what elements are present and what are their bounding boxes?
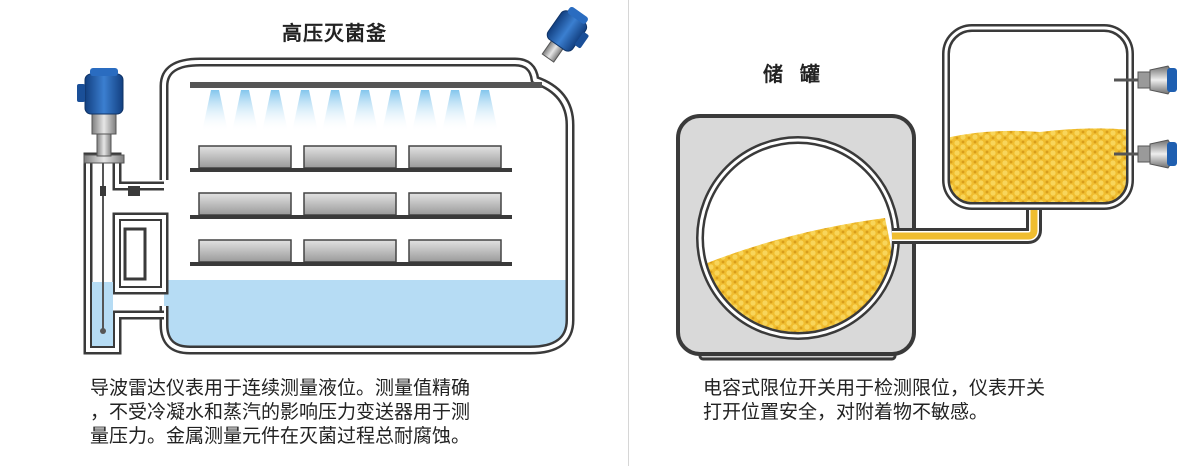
sterilization-tray xyxy=(408,192,502,216)
spray-cone xyxy=(262,90,288,132)
sterilization-tray xyxy=(198,239,292,263)
steam-spray xyxy=(202,90,498,132)
storage-tank-caption: 电容式限位开关用于检测限位，仪表开关 打开位置安全，对附着物不敏感。 xyxy=(703,376,1045,424)
spray-cone xyxy=(322,90,348,132)
sterilization-tray xyxy=(408,145,502,169)
caption-line: 量压力。金属测量元件在灭菌过程总耐腐蚀。 xyxy=(90,425,471,447)
tray-racks xyxy=(190,145,512,266)
tray-shelf xyxy=(190,262,512,266)
autoclave-caption: 导波雷达仪表用于连续测量液位。测量值精确 ，不受冷凝水和蒸汽的影响压力变送器用于… xyxy=(90,376,470,448)
sterilization-tray xyxy=(408,239,502,263)
spray-cone xyxy=(382,90,408,132)
caption-line: ，不受冷凝水和蒸汽的影响压力变送器用于测 xyxy=(90,401,471,423)
capacitive-limit-switch-icon xyxy=(1114,65,1177,95)
sterilization-tray xyxy=(303,145,397,169)
tray-shelf xyxy=(190,215,512,219)
spray-bar xyxy=(190,82,542,88)
storage-tank-diagram xyxy=(676,24,1177,361)
radar-level-transmitter-icon xyxy=(77,68,125,334)
spray-cone xyxy=(352,90,378,132)
caption-line: 导波雷达仪表用于连续测量液位。测量值精确 xyxy=(90,377,471,399)
spray-cone xyxy=(442,90,468,132)
capacitive-limit-switch-icon xyxy=(1114,139,1177,169)
autoclave-panel: 高压灭菌釜 xyxy=(77,6,589,448)
sterilization-tray xyxy=(198,192,292,216)
storage-tank-title: 储 罐 xyxy=(763,62,821,86)
spray-cone xyxy=(292,90,318,132)
storage-hopper xyxy=(942,24,1134,210)
tray-shelf xyxy=(190,168,512,172)
spray-cone xyxy=(232,90,258,132)
autoclave-title: 高压灭菌釜 xyxy=(282,21,387,45)
water-layer xyxy=(164,280,570,350)
autoclave-diagram xyxy=(77,6,589,355)
spray-cone xyxy=(202,90,228,132)
caption-line: 电容式限位开关用于检测限位，仪表开关 xyxy=(703,377,1046,399)
transfer-pipe xyxy=(892,198,1042,244)
caption-line: 打开位置安全，对附着物不敏感。 xyxy=(703,401,989,423)
spray-cone xyxy=(412,90,438,132)
sterilization-tray xyxy=(303,239,397,263)
sterilization-tray xyxy=(303,192,397,216)
pressure-transmitter-icon xyxy=(541,6,589,63)
sterilization-tray xyxy=(198,145,292,169)
spray-cone xyxy=(472,90,498,132)
storage-tank-panel: 储 罐 xyxy=(630,0,1200,466)
panel-divider xyxy=(628,0,629,466)
